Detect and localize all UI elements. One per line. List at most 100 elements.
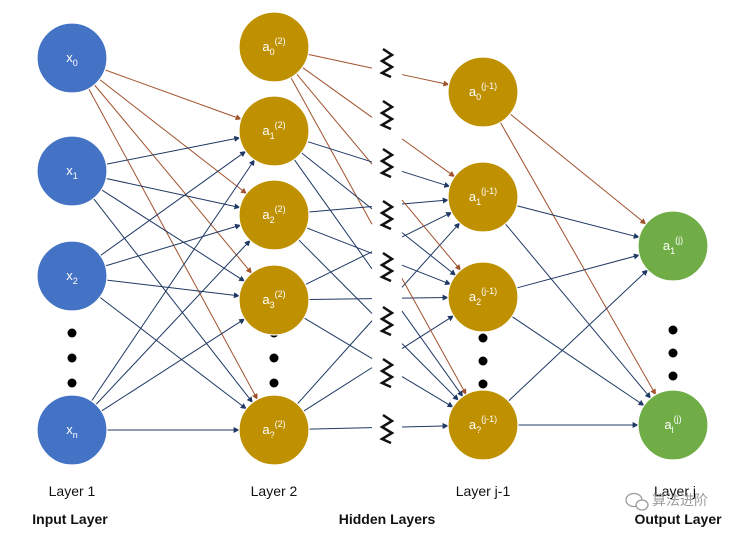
weight-edge-continuation	[401, 294, 449, 301]
neuron-circle	[447, 161, 519, 233]
neuron-x-0: x0	[36, 22, 108, 94]
weight-edge-continuation	[401, 422, 449, 429]
weight-edge-stub	[301, 152, 373, 210]
neuron-label: a?(j-1)	[469, 414, 497, 435]
ellipsis-dot	[67, 378, 77, 388]
neuron-circle	[637, 210, 709, 282]
ellipsis-dot	[67, 353, 77, 363]
hidden-layer-break-marks	[379, 47, 395, 445]
input-layer-title: Input Layer	[32, 511, 108, 527]
break-zigzag	[379, 99, 395, 131]
neuron-label: x0	[66, 50, 78, 68]
neuron-a-l-j: al(j)	[637, 389, 709, 461]
weight-edge-stub	[308, 298, 373, 300]
bias-edge-stub	[296, 73, 373, 165]
ellipsis-dot	[668, 371, 678, 381]
weight-edge	[100, 151, 247, 256]
weight-edge	[511, 316, 645, 406]
watermark: 算法进阶	[625, 492, 708, 511]
neuron-a-2-j-1: a2(j-1)	[447, 261, 519, 333]
neuron-circle	[36, 240, 108, 312]
neuron-circle	[238, 11, 310, 83]
bias-edge	[94, 84, 252, 274]
weight-edge-stub	[308, 206, 373, 213]
neuron-x-2: x2	[36, 240, 108, 312]
bias-edge	[509, 113, 647, 225]
neuron-label: al(j)	[664, 414, 681, 435]
bias-edge-continuation	[401, 138, 456, 177]
neuron-label: xn	[66, 422, 78, 440]
neuron-a-3-2: a3(2)	[238, 264, 310, 336]
weight-edge-continuation	[401, 212, 453, 238]
weight-edge-stub	[293, 159, 373, 270]
weight-edge-continuation	[401, 170, 451, 188]
ellipsis-dot	[478, 333, 488, 343]
neuron-a-2-2: a2(2)	[238, 179, 310, 251]
wechat-icon	[625, 492, 649, 511]
weight-edge-stub	[303, 367, 373, 412]
neuron-label: a2(j-1)	[469, 286, 497, 307]
neuron-a-?-j-1: a?(j-1)	[447, 389, 519, 461]
weight-edge	[99, 296, 247, 410]
bias-edge-continuation	[401, 199, 461, 271]
weight-edge-continuation	[401, 315, 454, 349]
ellipsis-dot	[478, 379, 488, 389]
neuron-circle	[36, 22, 108, 94]
neuron-circle	[238, 264, 310, 336]
weight-edge-stub	[298, 239, 373, 314]
hidden-layer-2-number: Layer 2	[251, 483, 298, 499]
ellipsis-dot	[478, 356, 488, 366]
weight-edge-stub	[303, 317, 373, 360]
ellipsis-dot	[67, 328, 77, 338]
break-zigzag	[379, 413, 395, 445]
ellipsis-dot	[668, 348, 678, 358]
bias-edge	[499, 122, 657, 396]
weight-edge-continuation	[401, 376, 454, 408]
weight-edge-continuation	[401, 232, 457, 276]
neurons: x0x1x2xna0(2)a1(2)a2(2)a3(2)a?(2)a0(j-1)…	[36, 11, 709, 466]
weight-edge	[106, 279, 240, 299]
output-layer-title: Output Layer	[634, 511, 722, 527]
neuron-a-1-2: a1(2)	[238, 95, 310, 167]
break-zigzag	[379, 47, 395, 79]
neuron-x-1: x1	[36, 135, 108, 207]
break-zigzag	[379, 147, 395, 179]
break-zigzag	[379, 357, 395, 389]
neuron-circle	[238, 95, 310, 167]
bias-edge-stub	[308, 53, 373, 69]
weight-edge-continuation	[401, 343, 459, 401]
weight-edge	[106, 177, 241, 210]
break-zigzag	[379, 305, 395, 337]
break-zigzag	[379, 251, 395, 283]
neuron-circle	[447, 261, 519, 333]
neuron-label: x1	[66, 163, 78, 181]
neuron-circle	[447, 56, 519, 128]
neuron-a-1-j: a1(j)	[637, 210, 709, 282]
ellipsis-dots	[67, 325, 678, 389]
weight-edge-continuation	[401, 310, 464, 397]
weight-edge	[516, 205, 640, 239]
neuron-circle	[36, 135, 108, 207]
weight-edge-stub	[307, 141, 373, 163]
neuron-circle	[238, 179, 310, 251]
neuron-circle	[238, 394, 310, 466]
neuron-label: a?(2)	[262, 419, 285, 440]
bias-edge-continuation	[401, 74, 450, 87]
weight-edge-stub	[306, 227, 373, 254]
bias-edge-continuation	[401, 278, 467, 395]
neuron-label: a0(j-1)	[469, 81, 497, 102]
weight-edge	[106, 135, 241, 165]
weight-edge	[101, 189, 246, 282]
ellipsis-dot	[269, 353, 279, 363]
neuron-x-n: xn	[36, 394, 108, 466]
neuron-label: a1(j)	[663, 235, 683, 256]
bias-edge	[88, 88, 258, 400]
weight-edge	[105, 223, 242, 267]
weight-edge	[95, 240, 251, 405]
neuron-label: a1(j-1)	[469, 186, 497, 207]
weight-edge-continuation	[401, 264, 451, 286]
neuron-label: x2	[66, 268, 78, 286]
input-layer-number: Layer 1	[49, 483, 96, 499]
bias-edge	[99, 79, 247, 194]
